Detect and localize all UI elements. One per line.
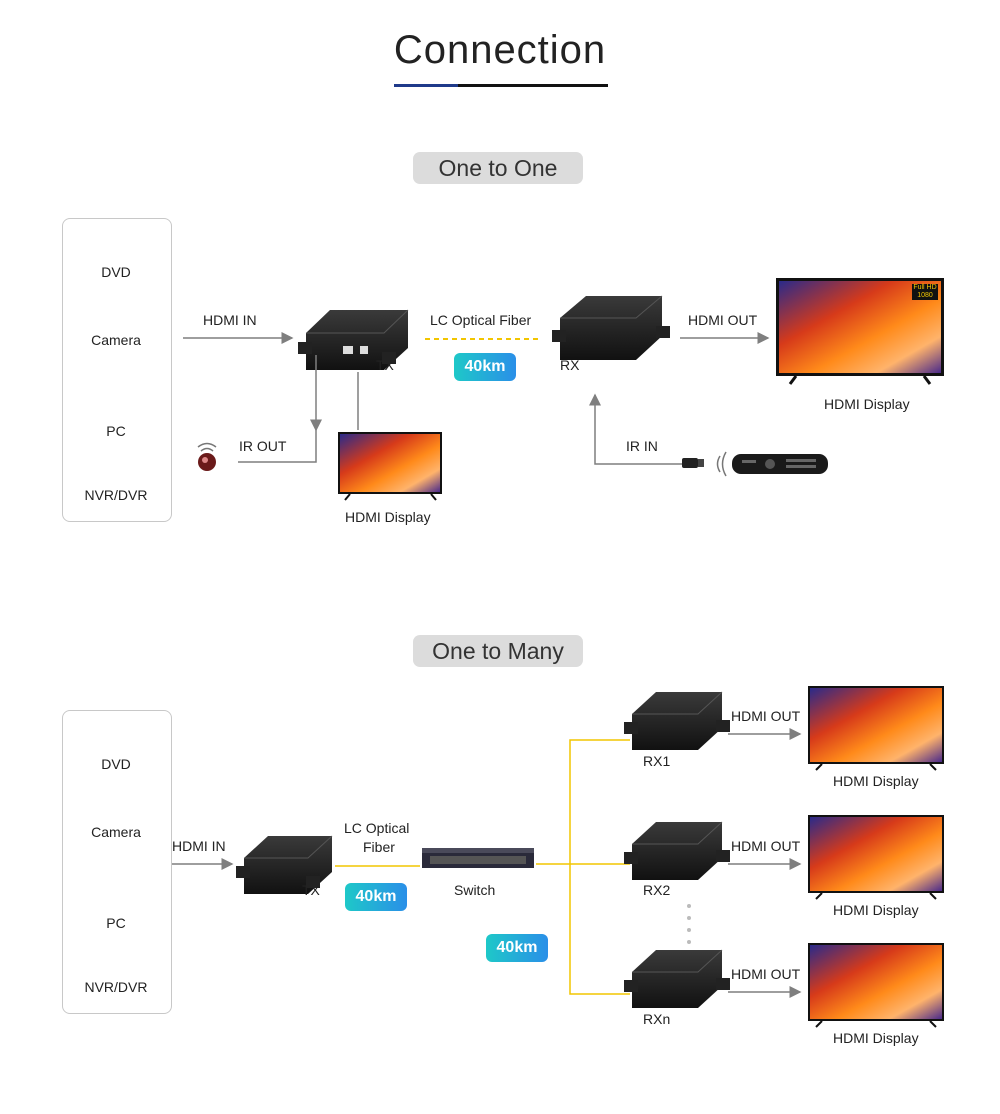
tv-main [776,278,944,385]
wave-icon [716,451,727,477]
tv-rx2 [808,815,944,900]
source-label-dvd: DVD [101,264,131,280]
tx-device [298,309,409,370]
rx2-device [624,821,730,880]
distance-badge-3: 40km [486,934,548,962]
source-label-dvd-2: DVD [101,756,131,772]
tx-device-2 [236,835,333,894]
rx-label: RX [560,357,580,373]
fiber-label: LC Optical Fiber [430,312,532,328]
title-underline [394,84,608,87]
source-box-2 [62,710,172,1014]
page-title: Connection [393,28,607,72]
tv-rx1 [808,686,944,771]
remote-control-icon [732,454,828,474]
rx-device [552,295,670,360]
rxn-device [624,949,730,1008]
section-heading-one-to-one: One to One [413,152,583,184]
ir-receiver-icon [682,458,704,468]
source-label-nvr-2: NVR/DVR [84,979,148,995]
rx1-label: RX1 [643,753,671,769]
source-box [62,218,172,522]
rxn-label: RXn [643,1011,671,1027]
rx1-out-label: HDMI OUT [731,708,801,724]
tx-label: TX [376,357,394,373]
hdmi-in-label-2: HDMI IN [172,838,226,854]
rx2-label: RX2 [643,882,671,898]
tv-rxn [808,943,944,1028]
source-label-pc-2: PC [106,915,126,931]
fiber-label-2a: LC Optical [344,820,410,836]
ir-emitter-icon [197,442,217,471]
ir-in-label: IR IN [626,438,658,454]
rx1-display-label: HDMI Display [833,773,919,789]
tv-local [338,432,442,501]
rxn-display-label: HDMI Display [833,1030,919,1046]
ir-out-label: IR OUT [239,438,287,454]
tv-badge: Full HD 1080 [913,284,937,299]
section-heading-one-to-many: One to Many [413,635,583,667]
rx1-device [624,691,730,750]
switch-label: Switch [454,882,496,898]
display-local-label: HDMI Display [345,509,431,525]
tx-label-2: TX [302,882,320,898]
hdmi-out-label: HDMI OUT [688,312,758,328]
source-label-camera-2: Camera [91,824,141,840]
source-label-camera: Camera [91,332,141,348]
source-label-nvr: NVR/DVR [84,487,148,503]
hdmi-in-label: HDMI IN [203,312,257,328]
display-main-label: HDMI Display [824,396,910,412]
source-label-pc: PC [106,423,126,439]
switch-device [422,848,534,868]
fiber-label-2b: Fiber [363,839,395,855]
rx2-display-label: HDMI Display [833,902,919,918]
distance-badge: 40km [454,353,516,381]
rxn-out-label: HDMI OUT [731,966,801,982]
distance-badge-2: 40km [345,883,407,911]
rx2-out-label: HDMI OUT [731,838,801,854]
